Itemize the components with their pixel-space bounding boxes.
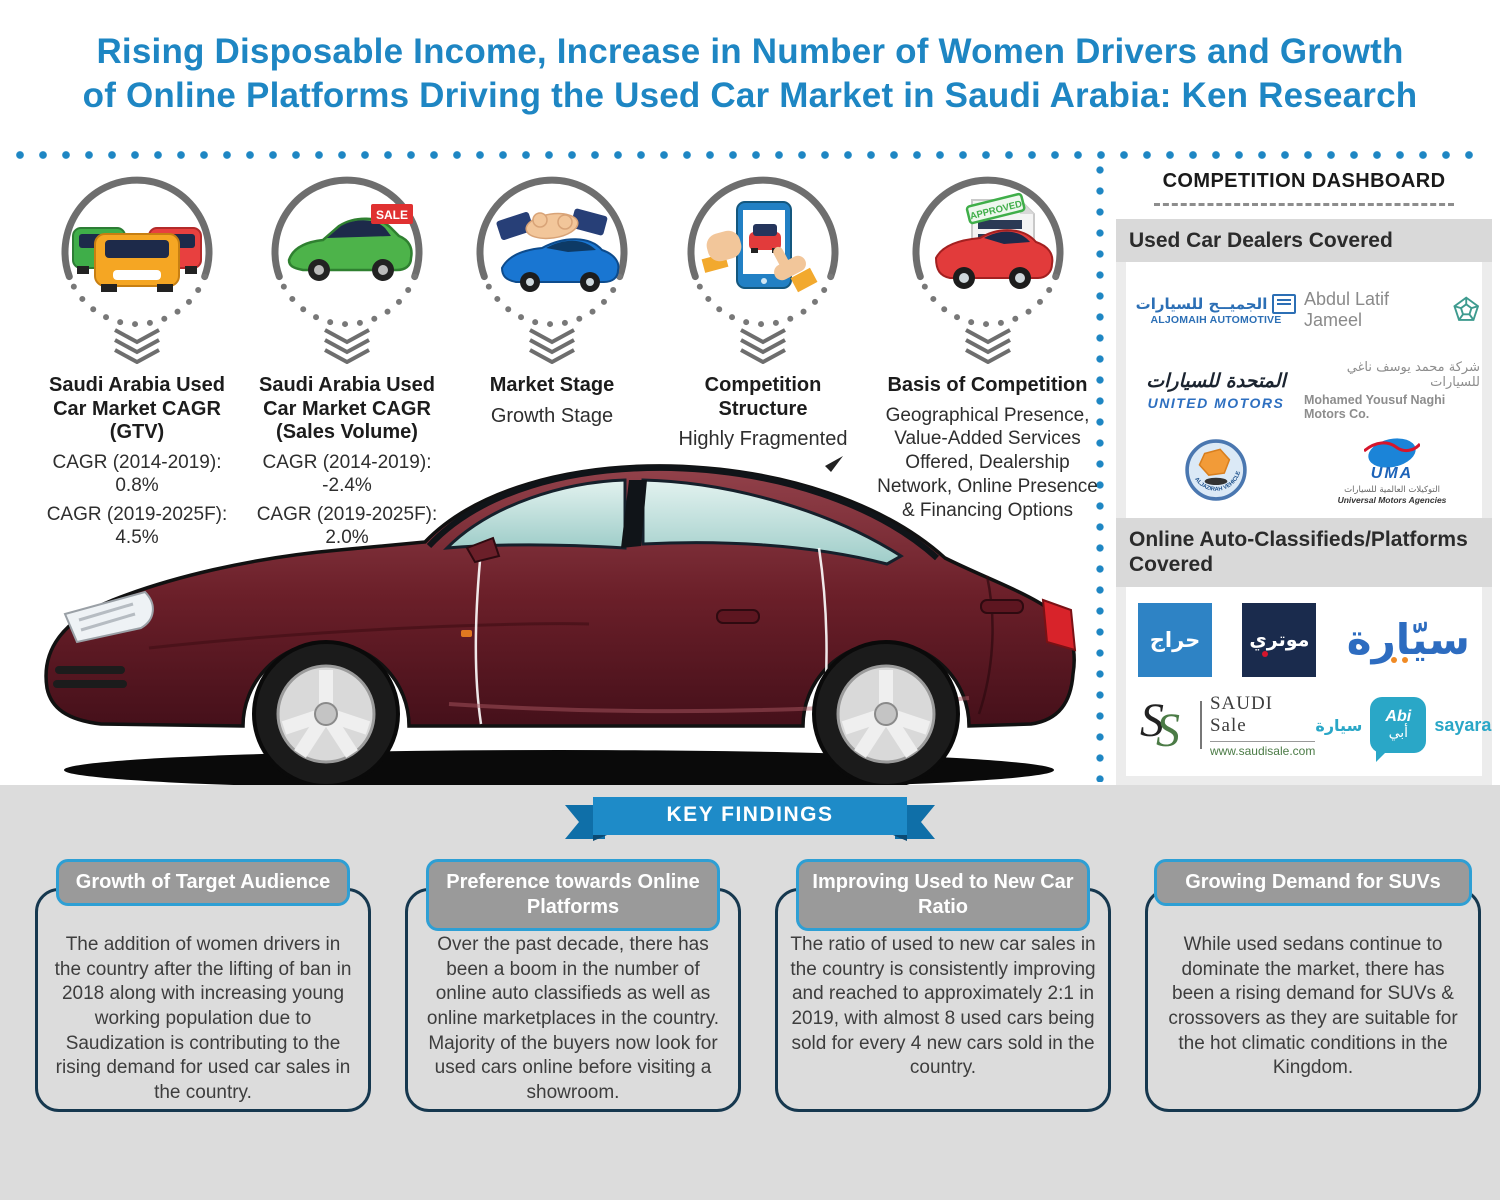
stat-title: Saudi Arabia Used Car Market CAGR (Sales… xyxy=(259,374,435,444)
handshake-car-deal-icon xyxy=(476,176,628,328)
front-wheel xyxy=(252,640,400,788)
key-findings-section xyxy=(0,785,1500,1200)
abdul-latif-jameel-logo: Abdul Latif Jameel xyxy=(1304,270,1480,350)
stat-value: CAGR (2014-2019): 0.8% xyxy=(52,451,222,496)
haraj-logo: حراج xyxy=(1138,602,1212,677)
naghi-motors-logo: شركة محمد يوسف ناغي للسيارات Mohamed You… xyxy=(1304,359,1480,421)
stat-subtitle: Highly Fragmented xyxy=(678,428,848,451)
finding-card-body: Over the past decade, there has been a b… xyxy=(426,934,720,1104)
stat-title: Saudi Arabia Used Car Market CAGR (GTV) xyxy=(49,374,225,444)
abi-sayara-logo: سيارة Abi أبي sayara xyxy=(1315,697,1491,763)
chevron-down-icon xyxy=(114,328,160,364)
finding-card-title: Preference towards Online Platforms xyxy=(426,859,720,931)
dashboard-title: COMPETITION DASHBOARD xyxy=(1162,170,1446,192)
aljazirah-vehicles-logo: ALJAZIRAH VEHICLES xyxy=(1184,430,1248,510)
svg-text:SALE: SALE xyxy=(376,208,408,222)
key-findings-banner-label: KEY FINDINGS xyxy=(666,803,834,826)
page-title: Rising Disposable Income, Increase in Nu… xyxy=(0,30,1500,118)
approved-car-document-icon: APPROVED xyxy=(912,176,1063,328)
chevron-down-icon xyxy=(740,328,786,364)
page-title-line2: of Online Platforms Driving the Used Car… xyxy=(82,76,1418,116)
finding-card-online-platforms: Preference towards Online Platforms Over… xyxy=(405,859,741,1112)
stat-value: CAGR (2019-2025F): 2.0% xyxy=(256,504,438,549)
finding-card-suv-demand: Growing Demand for SUVs While used sedan… xyxy=(1145,859,1481,1112)
finding-card-title: Growing Demand for SUVs xyxy=(1154,859,1472,906)
stat-column-market-stage: Market Stage Growth Stage xyxy=(442,172,662,429)
finding-card-body: While used sedans continue to dominate t… xyxy=(1168,934,1458,1079)
key-findings-banner: KEY FINDINGS xyxy=(565,795,935,843)
dashed-rule xyxy=(1154,203,1454,206)
stat-subtitle: Growth Stage xyxy=(490,404,614,427)
chevron-down-icon xyxy=(324,328,370,364)
finding-card-used-to-new-ratio: Improving Used to New Car Ratio The rati… xyxy=(775,859,1111,1112)
stat-value: CAGR (2019-2025F): 4.5% xyxy=(46,504,228,549)
stat-value: CAGR (2014-2019): -2.4% xyxy=(262,451,432,496)
aljomaih-automotive-logo: الجميــح للسيارات ALJOMAIH AUTOMOTIVE xyxy=(1136,270,1297,350)
stat-title: Basis of Competition xyxy=(887,374,1088,396)
competition-dashboard: COMPETITION DASHBOARD Used Car Dealers C… xyxy=(1116,170,1492,786)
finding-card-body: The ratio of used to new car sales in th… xyxy=(790,934,1096,1079)
online-car-shopping-icon xyxy=(687,176,839,328)
chevron-down-icon xyxy=(964,328,1011,364)
chevron-down-icon xyxy=(529,328,575,364)
alj-pentagon-icon xyxy=(1452,296,1479,322)
aljazirah-emblem-icon: ALJAZIRAH VEHICLES xyxy=(1184,438,1247,501)
motory-logo: موتري xyxy=(1242,602,1317,677)
finding-card-title: Improving Used to New Car Ratio xyxy=(796,859,1090,931)
page-title-line1: Rising Disposable Income, Increase in Nu… xyxy=(96,32,1404,71)
car-for-sale-icon: SALE xyxy=(271,176,423,328)
maroon-sedan-illustration xyxy=(44,456,1077,790)
dotted-divider-horizontal xyxy=(14,149,1486,161)
stat-column-basis-of-competition: APPROVED Basis of Competition Geographic… xyxy=(870,172,1105,522)
stat-title: Market Stage xyxy=(489,374,615,396)
stat-column-gtv-cagr: Saudi Arabia Used Car Market CAGR (GTV) … xyxy=(27,172,247,549)
aljomaih-mark-icon xyxy=(1272,294,1297,315)
finding-card-title: Growth of Target Audience xyxy=(56,859,350,906)
united-motors-logo: المتحدة للسيارات UNITED MOTORS xyxy=(1146,369,1286,411)
dotted-divider-vertical xyxy=(1094,164,1106,782)
ribbon-icon xyxy=(565,797,935,841)
finding-card-growth-of-target-audience: Growth of Target Audience The addition o… xyxy=(35,859,371,1112)
dealers-heading: Used Car Dealers Covered xyxy=(1116,219,1492,263)
stat-title: Competition Structure xyxy=(704,374,822,420)
dashboard-panel: Used Car Dealers Covered الجميــح للسيار… xyxy=(1116,219,1492,786)
stat-column-competition-structure: Competition Structure Highly Fragmented xyxy=(653,172,873,452)
sale-tag: SALE xyxy=(371,204,413,224)
uma-globe-icon xyxy=(1364,438,1420,468)
dealer-logos: الجميــح للسيارات ALJOMAIH AUTOMOTIVE Ab… xyxy=(1126,262,1482,519)
abi-sayara-bubble-icon: Abi أبي xyxy=(1370,697,1427,763)
syarah-logo: سيّارة xyxy=(1346,614,1470,664)
uma-logo: UMA التوكيلات العالمية للسيارات Universa… xyxy=(1338,430,1446,510)
rear-wheel xyxy=(812,640,960,788)
platforms-heading: Online Auto-Classifieds/Platforms Covere… xyxy=(1116,518,1492,587)
used-cars-lot-icon xyxy=(61,176,213,328)
stat-column-sales-volume-cagr: SALE Saudi Arabia Used Car Market CAGR (… xyxy=(237,172,457,549)
stat-subtitle: Geographical Presence, Value-Added Servi… xyxy=(877,404,1098,521)
finding-card-body: The addition of women drivers in the cou… xyxy=(54,934,352,1104)
